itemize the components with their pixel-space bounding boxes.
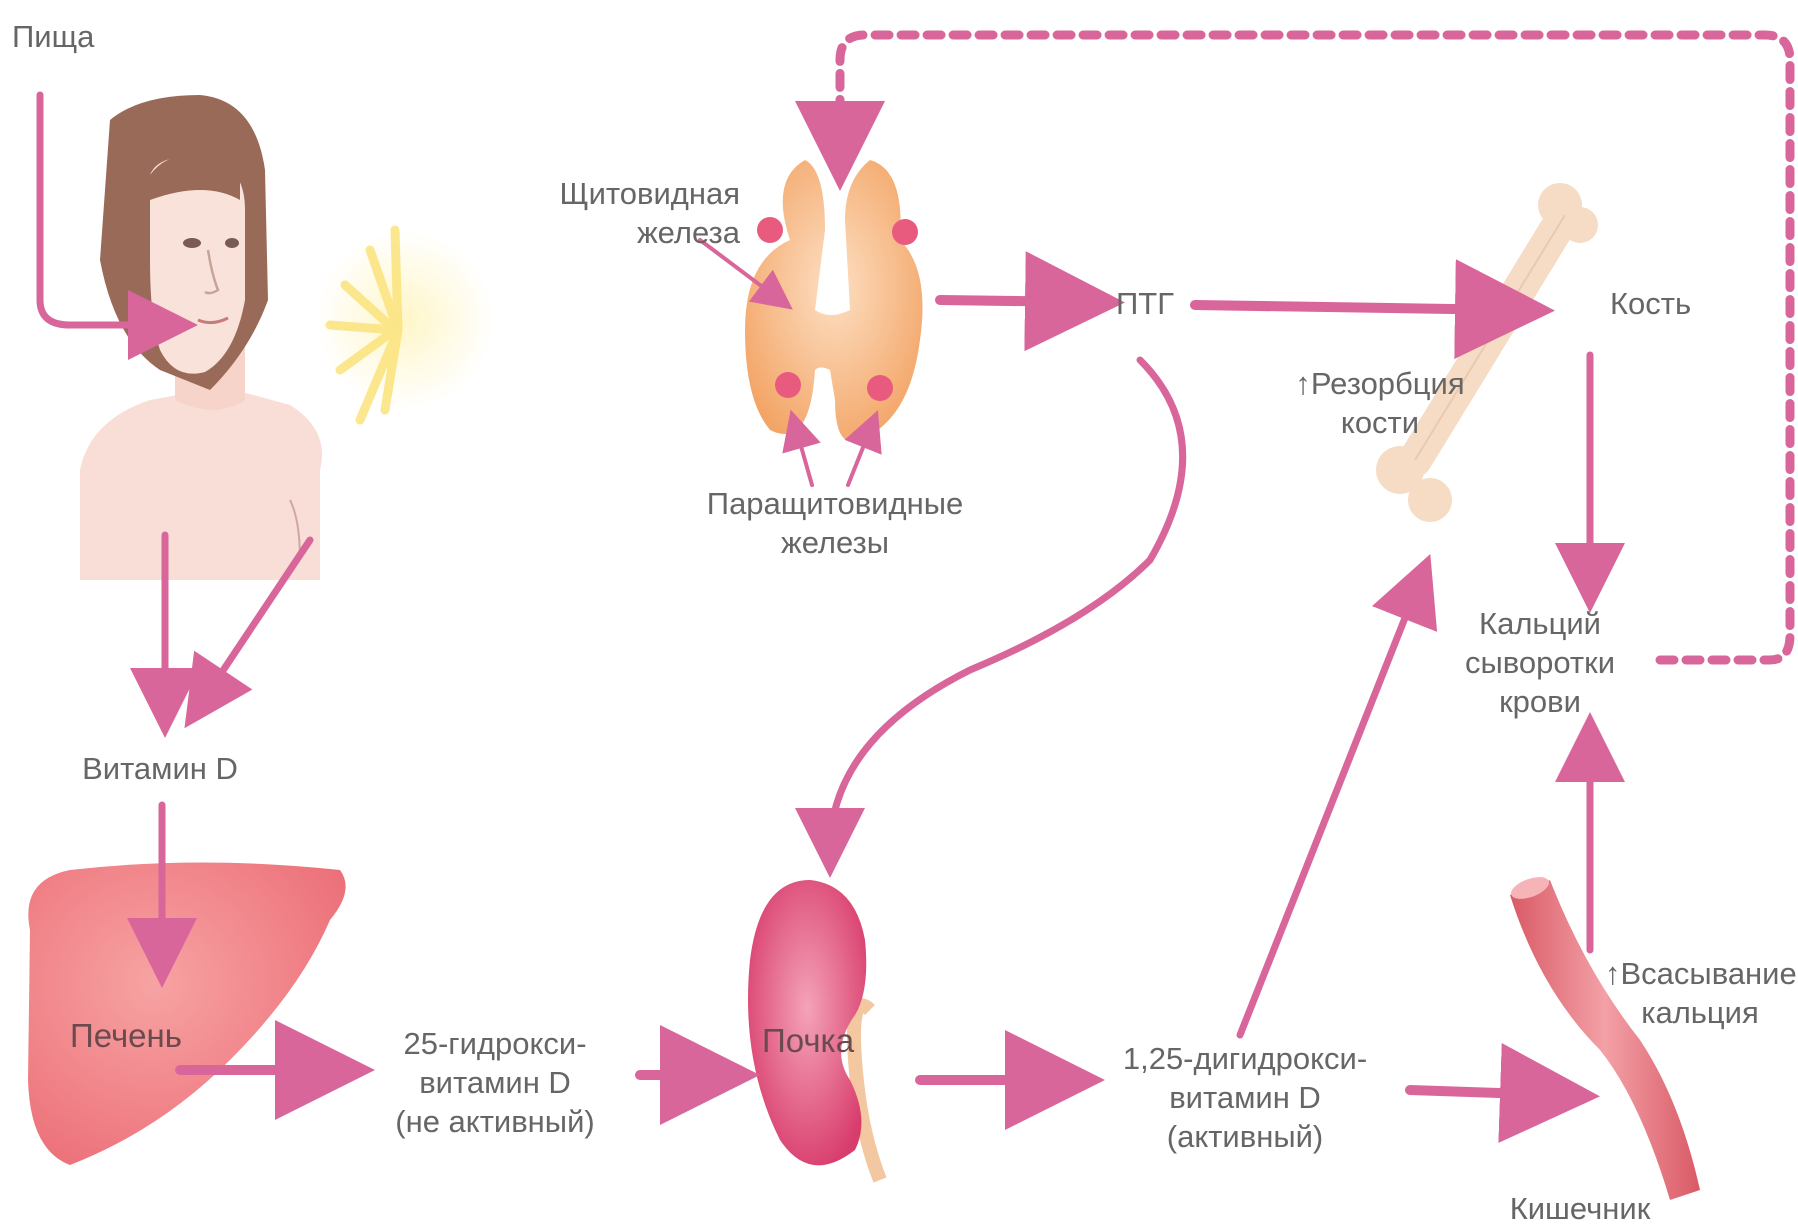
arrow-pth-to-bone [1195,305,1515,310]
parathyroid-gland-icon [775,372,801,398]
kidney-label: Почка [762,1020,854,1061]
intestine-label: Кишечник [1500,1190,1660,1229]
bone-resorption-label: ↑Резорбция кости [1280,365,1480,443]
serum-calcium-label: Кальций сыворотки крови [1455,605,1625,721]
intestine-illustration [1508,873,1700,1200]
thyroid-gland-illustration [745,160,923,442]
arrow-125-to-bone [1240,580,1420,1035]
hydroxy-25-label: 25-гидрокси- витамин D (не активный) [375,1025,615,1141]
pth-label: ПТГ [1110,285,1180,324]
food-label: Пища [12,18,94,57]
arrow-thyroid-to-pth [940,300,1085,302]
arrow-label-parathyroid-left [795,425,812,485]
arrow-feedback-dashed [840,35,1790,660]
person-illustration [80,95,322,580]
parathyroid-label: Паращитовидные железы [690,485,980,563]
parathyroid-gland-icon [867,375,893,401]
dihydroxy-125-label: 1,25-дигидрокси- витамин D (активный) [1100,1040,1390,1156]
bone-label: Кость [1610,285,1691,324]
arrow-pth-to-kidney [830,360,1183,850]
calcium-absorption-label: ↑Всасывание кальция [1605,955,1795,1033]
vitamin-d-label: Витамин D [60,750,260,789]
liver-label: Печень [70,1015,182,1056]
arrow-125-to-intestine [1410,1090,1560,1095]
thyroid-label: Щитовидная железа [530,175,740,253]
parathyroid-gland-icon [757,217,783,243]
bone-illustration [1376,183,1598,522]
liver-illustration [28,863,346,1166]
sun-rays-icon [315,230,495,420]
parathyroid-gland-icon [892,219,918,245]
